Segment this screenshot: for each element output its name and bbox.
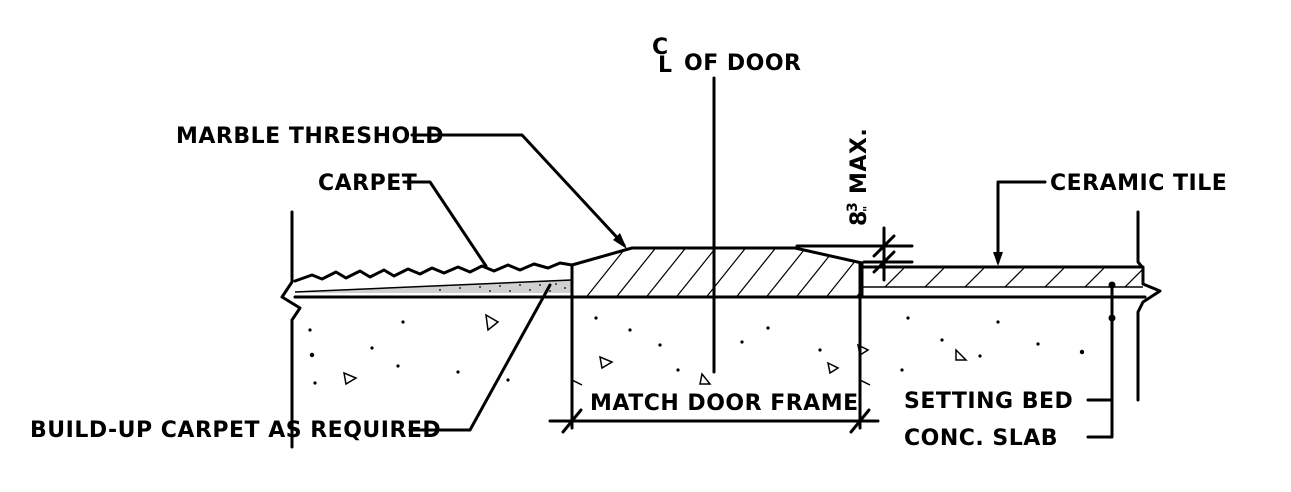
of-door-label: OF DOOR	[684, 51, 802, 76]
match-door-frame-label: MATCH DOOR FRAME	[590, 391, 859, 416]
max-height-dimension	[795, 226, 914, 282]
build-up-stipple	[295, 279, 572, 293]
marble-threshold	[570, 246, 864, 299]
carpet-label: CARPET	[318, 171, 417, 196]
build-up-carpet-label: BUILD-UP CARPET AS REQUIRED	[30, 418, 441, 443]
max-text: MAX.	[847, 128, 872, 194]
marble-threshold-label: MARBLE THRESHOLD	[176, 124, 444, 149]
ceramic-tile	[860, 265, 1145, 288]
max-fraction-mark: "	[861, 206, 875, 212]
cl-symbol-c: C	[652, 35, 669, 60]
cl-symbol-l: L	[658, 53, 673, 78]
max-label: 8 3 " MAX.	[845, 128, 875, 226]
ceramic-tile-label: CERAMIC TILE	[1050, 171, 1227, 196]
max-fraction-denominator: 8	[847, 211, 872, 226]
match-door-frame-dimension	[548, 379, 880, 434]
max-fraction-numerator: 3	[845, 202, 861, 212]
conc-slab-label: CONC. SLAB	[904, 426, 1058, 451]
setting-bed-label: SETTING BED	[904, 389, 1073, 414]
carpet	[293, 261, 574, 293]
concrete-aggregate	[308, 313, 1085, 386]
cl-symbol: C L	[652, 35, 673, 78]
leader-lines	[402, 133, 1116, 439]
